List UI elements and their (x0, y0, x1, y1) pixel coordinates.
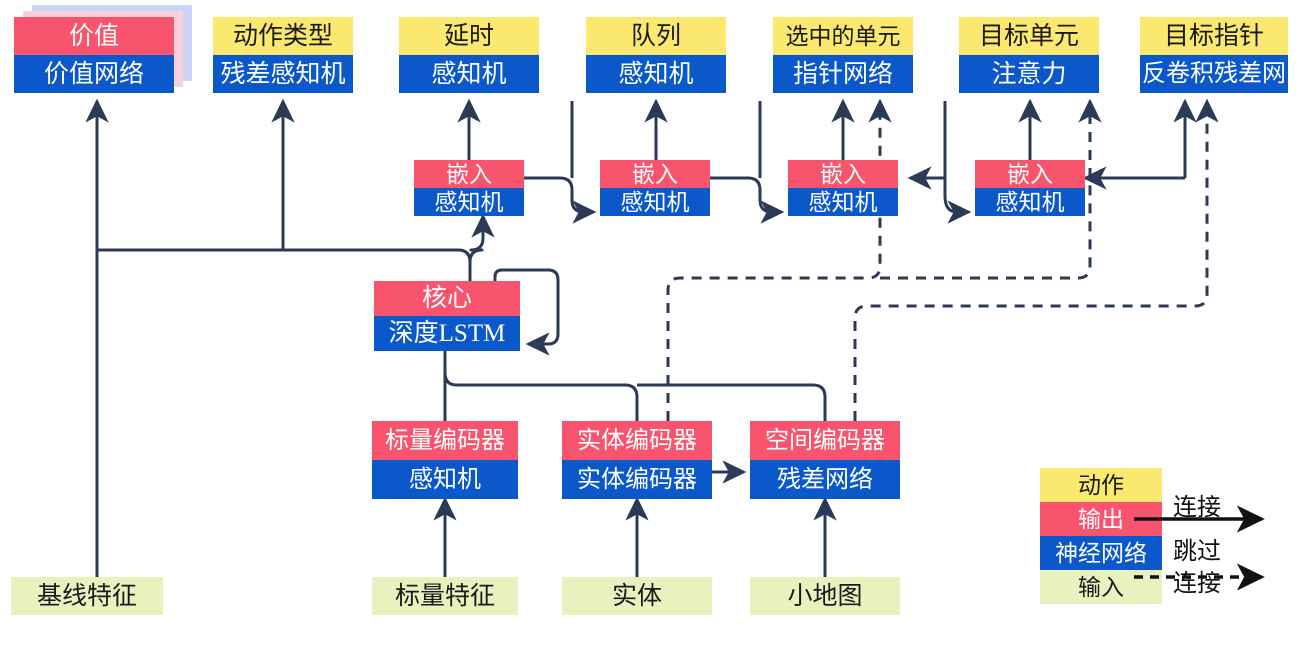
legend-swatch-network: 神经网络 (1040, 536, 1162, 570)
node-embed-3[interactable]: 嵌入 感知机 (788, 160, 898, 216)
node-embed-2-head: 嵌入 (600, 160, 710, 188)
node-action-type-head: 动作类型 (213, 17, 353, 55)
skip-entity-to-targetunit (668, 101, 1090, 178)
node-selected-units-net: 指针网络 (773, 55, 913, 93)
node-value-net: 价值网络 (14, 55, 174, 93)
node-embed-4-net: 感知机 (975, 188, 1085, 216)
node-embed-1-net: 感知机 (414, 188, 524, 216)
node-target-unit-head: 目标单元 (959, 17, 1099, 55)
legend-arrow-layer (1134, 505, 1265, 590)
legend-skip-label-line1: 跳过 (1173, 539, 1221, 565)
node-scalar-encoder-net: 感知机 (372, 460, 518, 499)
node-embed-3-head: 嵌入 (788, 160, 898, 188)
node-value[interactable]: 价值 价值网络 (14, 17, 174, 93)
legend-swatch-stack: 动作 输出 神经网络 输入 (1040, 468, 1162, 604)
node-selected-units-head: 选中的单元 (773, 17, 913, 55)
wire-bus-join-core (443, 352, 458, 387)
legend-connection-label: 连接 (1173, 495, 1221, 521)
node-embed-4-head: 嵌入 (975, 160, 1085, 188)
node-delay-net: 感知机 (399, 55, 539, 93)
node-entities[interactable]: 实体 (562, 577, 712, 615)
node-queued-head: 队列 (586, 17, 726, 55)
wire-core-recurrent (493, 268, 560, 356)
node-delay[interactable]: 延时 感知机 (399, 17, 539, 93)
node-scalar-features[interactable]: 标量特征 (372, 577, 518, 615)
node-action-type-net: 残差感知机 (213, 55, 353, 93)
legend-skip-label-line2: 连接 (1173, 571, 1221, 597)
node-scalar-encoder[interactable]: 标量编码器 感知机 (372, 421, 518, 499)
node-baseline-features[interactable]: 基线特征 (11, 577, 163, 615)
wire-core-output-bus (97, 248, 472, 281)
node-target-unit[interactable]: 目标单元 注意力 (959, 17, 1099, 93)
node-embed-1[interactable]: 嵌入 感知机 (414, 160, 524, 216)
legend-swatch-action: 动作 (1040, 468, 1162, 502)
node-core-net: 深度LSTM (374, 316, 520, 351)
node-embed-2-net: 感知机 (600, 188, 710, 216)
node-queued[interactable]: 队列 感知机 (586, 17, 726, 93)
node-entity-encoder[interactable]: 实体编码器 实体编码器 (562, 421, 712, 499)
node-queued-net: 感知机 (586, 55, 726, 93)
node-embed-1-head: 嵌入 (414, 160, 524, 188)
node-target-unit-net: 注意力 (959, 55, 1099, 93)
node-spatial-encoder-head: 空间编码器 (750, 421, 900, 460)
node-spatial-encoder-net: 残差网络 (750, 460, 900, 499)
node-minimap[interactable]: 小地图 (750, 577, 900, 615)
node-core[interactable]: 核心 深度LSTM (374, 281, 520, 351)
wire-core-to-embed1 (468, 213, 495, 263)
skip-entity-to-selected (666, 98, 892, 421)
skip-entity-branch-to-targetunit (880, 185, 1092, 280)
node-target-point[interactable]: 目标指针 反卷积残差网 (1140, 17, 1288, 93)
wire-chain3-to-embed4 (943, 177, 972, 224)
node-delay-head: 延时 (399, 17, 539, 55)
node-target-point-net: 反卷积残差网 (1140, 55, 1288, 93)
node-embed-2[interactable]: 嵌入 感知机 (600, 160, 710, 216)
wire-embed1-to-embed2 (524, 176, 597, 224)
node-scalar-encoder-head: 标量编码器 (372, 421, 518, 460)
node-core-head: 核心 (374, 281, 520, 316)
node-entity-encoder-head: 实体编码器 (562, 421, 712, 460)
node-entity-encoder-net: 实体编码器 (562, 460, 712, 499)
node-selected-units[interactable]: 选中的单元 指针网络 (773, 17, 913, 93)
wire-embed2-to-embed3 (710, 176, 785, 224)
node-embed-4[interactable]: 嵌入 感知机 (975, 160, 1085, 216)
node-value-head: 价值 (14, 17, 174, 55)
node-embed-3-net: 感知机 (788, 188, 898, 216)
node-spatial-encoder[interactable]: 空间编码器 残差网络 (750, 421, 900, 499)
node-target-point-head: 目标指针 (1140, 17, 1288, 55)
node-action-type[interactable]: 动作类型 残差感知机 (213, 17, 353, 93)
wire-encoder-bus (457, 383, 827, 421)
